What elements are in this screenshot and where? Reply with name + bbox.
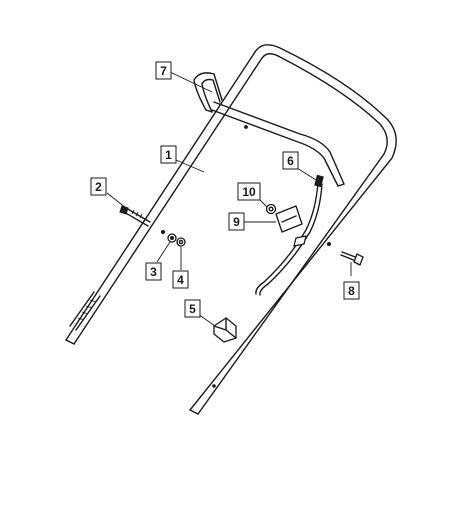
callout-8-label: 8 xyxy=(348,284,355,298)
callout-8: 8 xyxy=(343,281,360,300)
leader-lines xyxy=(106,71,352,327)
callout-7: 7 xyxy=(155,61,172,80)
nut-10 xyxy=(265,203,277,215)
callout-10-label: 10 xyxy=(242,185,256,199)
callout-7-label: 7 xyxy=(160,64,167,78)
cable xyxy=(255,174,324,296)
callout-4-label: 4 xyxy=(177,273,184,287)
callout-9-label: 9 xyxy=(233,215,240,229)
callout-9: 9 xyxy=(228,212,245,231)
callout-5: 5 xyxy=(184,299,201,318)
callout-3: 3 xyxy=(145,262,162,281)
washer-3 xyxy=(167,233,177,243)
callout-1: 1 xyxy=(160,145,177,164)
callout-2: 2 xyxy=(90,177,107,196)
callout-5-label: 5 xyxy=(189,302,196,316)
callout-3-label: 3 xyxy=(150,265,157,279)
control-bar xyxy=(193,72,345,187)
knob-nut-4 xyxy=(176,237,186,247)
callout-6: 6 xyxy=(282,151,299,170)
bolt-right xyxy=(340,251,364,266)
clip-bracket xyxy=(275,205,303,233)
callout-4: 4 xyxy=(172,270,189,289)
handle-frame xyxy=(65,44,397,415)
bolt-left xyxy=(119,205,151,227)
callout-6-label: 6 xyxy=(287,154,294,168)
callout-2-label: 2 xyxy=(95,180,102,194)
callout-1-label: 1 xyxy=(165,148,172,162)
cable-clip xyxy=(213,317,237,343)
callout-10: 10 xyxy=(237,182,261,201)
